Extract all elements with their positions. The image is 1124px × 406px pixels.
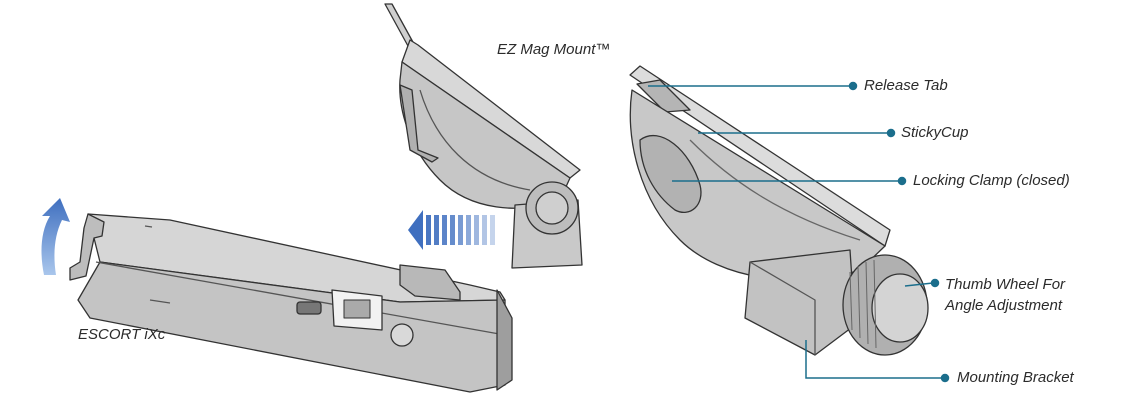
release-tab-part — [636, 79, 691, 113]
label-release-tab: Release Tab — [864, 77, 948, 94]
callout-line-mounting-bracket — [805, 340, 943, 379]
label-locking-clamp: Locking Clamp (closed) — [913, 172, 1070, 189]
callout-dot-release-tab — [848, 81, 858, 91]
usb-port — [296, 301, 322, 315]
escort-ixc-device — [69, 213, 513, 393]
label-thumb-wheel-line1: Thumb Wheel For — [945, 276, 1066, 293]
callout-dot-mounting-bracket — [940, 373, 950, 383]
mount-title: EZ Mag Mount™ — [497, 41, 611, 58]
mounting-bracket-part — [744, 249, 856, 356]
ez-mag-mount — [384, 3, 583, 269]
callout-dot-sticky-cup — [886, 128, 896, 138]
slide-left-arrow-icon — [408, 210, 495, 250]
sticky-cup-mount — [629, 65, 929, 356]
rotate-up-arrow-icon — [41, 198, 70, 275]
label-thumb-wheel-line2: Angle Adjustment — [945, 297, 1063, 314]
label-sticky-cup: StickyCup — [901, 124, 969, 141]
device-button — [390, 323, 414, 347]
device-label: ESCORT iXc — [78, 326, 166, 343]
callout-lines — [648, 81, 950, 383]
callout-dot-locking-clamp — [897, 176, 907, 186]
locking-clamp-part — [639, 134, 702, 213]
label-mounting-bracket: Mounting Bracket — [957, 369, 1074, 386]
callout-dot-thumb-wheel — [930, 278, 940, 288]
callout-line-thumb-wheel — [904, 282, 934, 287]
